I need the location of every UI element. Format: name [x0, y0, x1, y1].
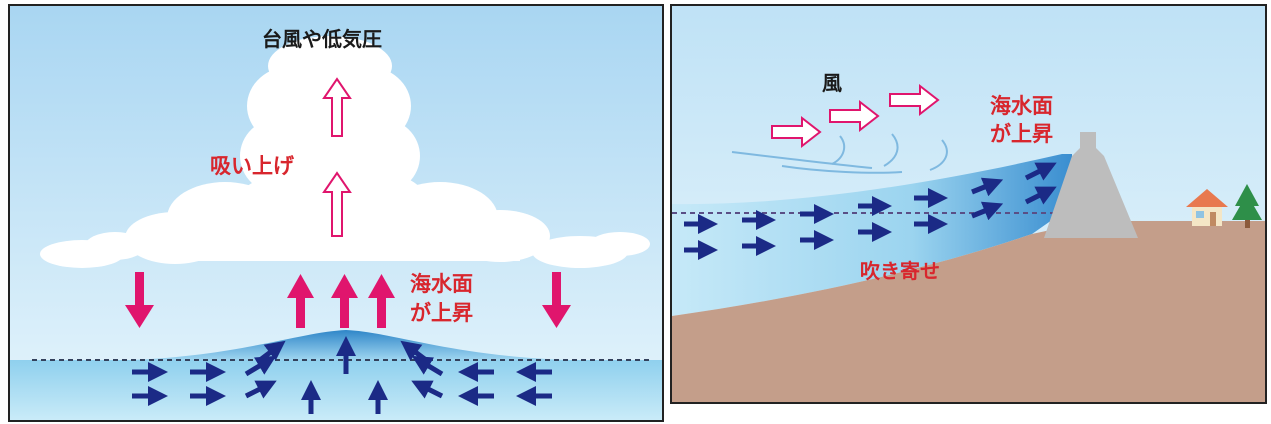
wind-arrow-1	[771, 115, 822, 149]
seawall	[1044, 132, 1138, 238]
up-arrow-3	[368, 274, 395, 328]
suction-arrow-upper	[322, 77, 352, 137]
flow-arrow	[1024, 162, 1057, 181]
flow-arrow	[411, 355, 444, 377]
land	[672, 221, 1265, 402]
typhoon-suction-panel: 台風や低気圧 吸い上げ 海水面 が上昇	[8, 4, 664, 422]
wind-waves	[731, 133, 948, 174]
flow-arrow	[1024, 186, 1057, 205]
sea-rise-label-line1: 海水面	[410, 272, 473, 296]
flow-arrow	[971, 177, 1004, 197]
typhoon-title: 台風や低気圧	[262, 27, 382, 51]
sea-water	[10, 360, 662, 420]
flow-arrow	[971, 201, 1004, 221]
sea-rise-label-line2: が上昇	[410, 301, 473, 325]
typhoon-suction-illustration	[10, 6, 662, 420]
suction-label: 吸い上げ	[210, 154, 294, 178]
flow-arrow	[258, 340, 286, 362]
wind-setup-illustration	[672, 6, 1265, 402]
flow-arrow	[244, 355, 277, 377]
house-icon	[1186, 189, 1228, 226]
wind-setup-panel: 風 海水面 が上昇 吹き寄せ	[670, 4, 1267, 404]
flow-arrow	[411, 380, 444, 399]
suction-arrow-lower	[322, 171, 352, 237]
tree-icon	[1232, 184, 1262, 228]
down-arrow-right	[542, 272, 571, 328]
wind-arrow-3	[889, 83, 940, 117]
blow-in-label: 吹き寄せ	[860, 259, 940, 283]
sea-rise-label-line2: が上昇	[990, 122, 1053, 146]
up-arrow-2	[331, 274, 358, 328]
wind-arrow-2	[829, 99, 880, 133]
flow-arrow	[244, 380, 277, 399]
wind-label: 風	[822, 71, 842, 95]
sea-rise-label-line1: 海水面	[990, 94, 1053, 118]
up-arrow-1	[287, 274, 314, 328]
down-arrow-left	[125, 272, 154, 328]
